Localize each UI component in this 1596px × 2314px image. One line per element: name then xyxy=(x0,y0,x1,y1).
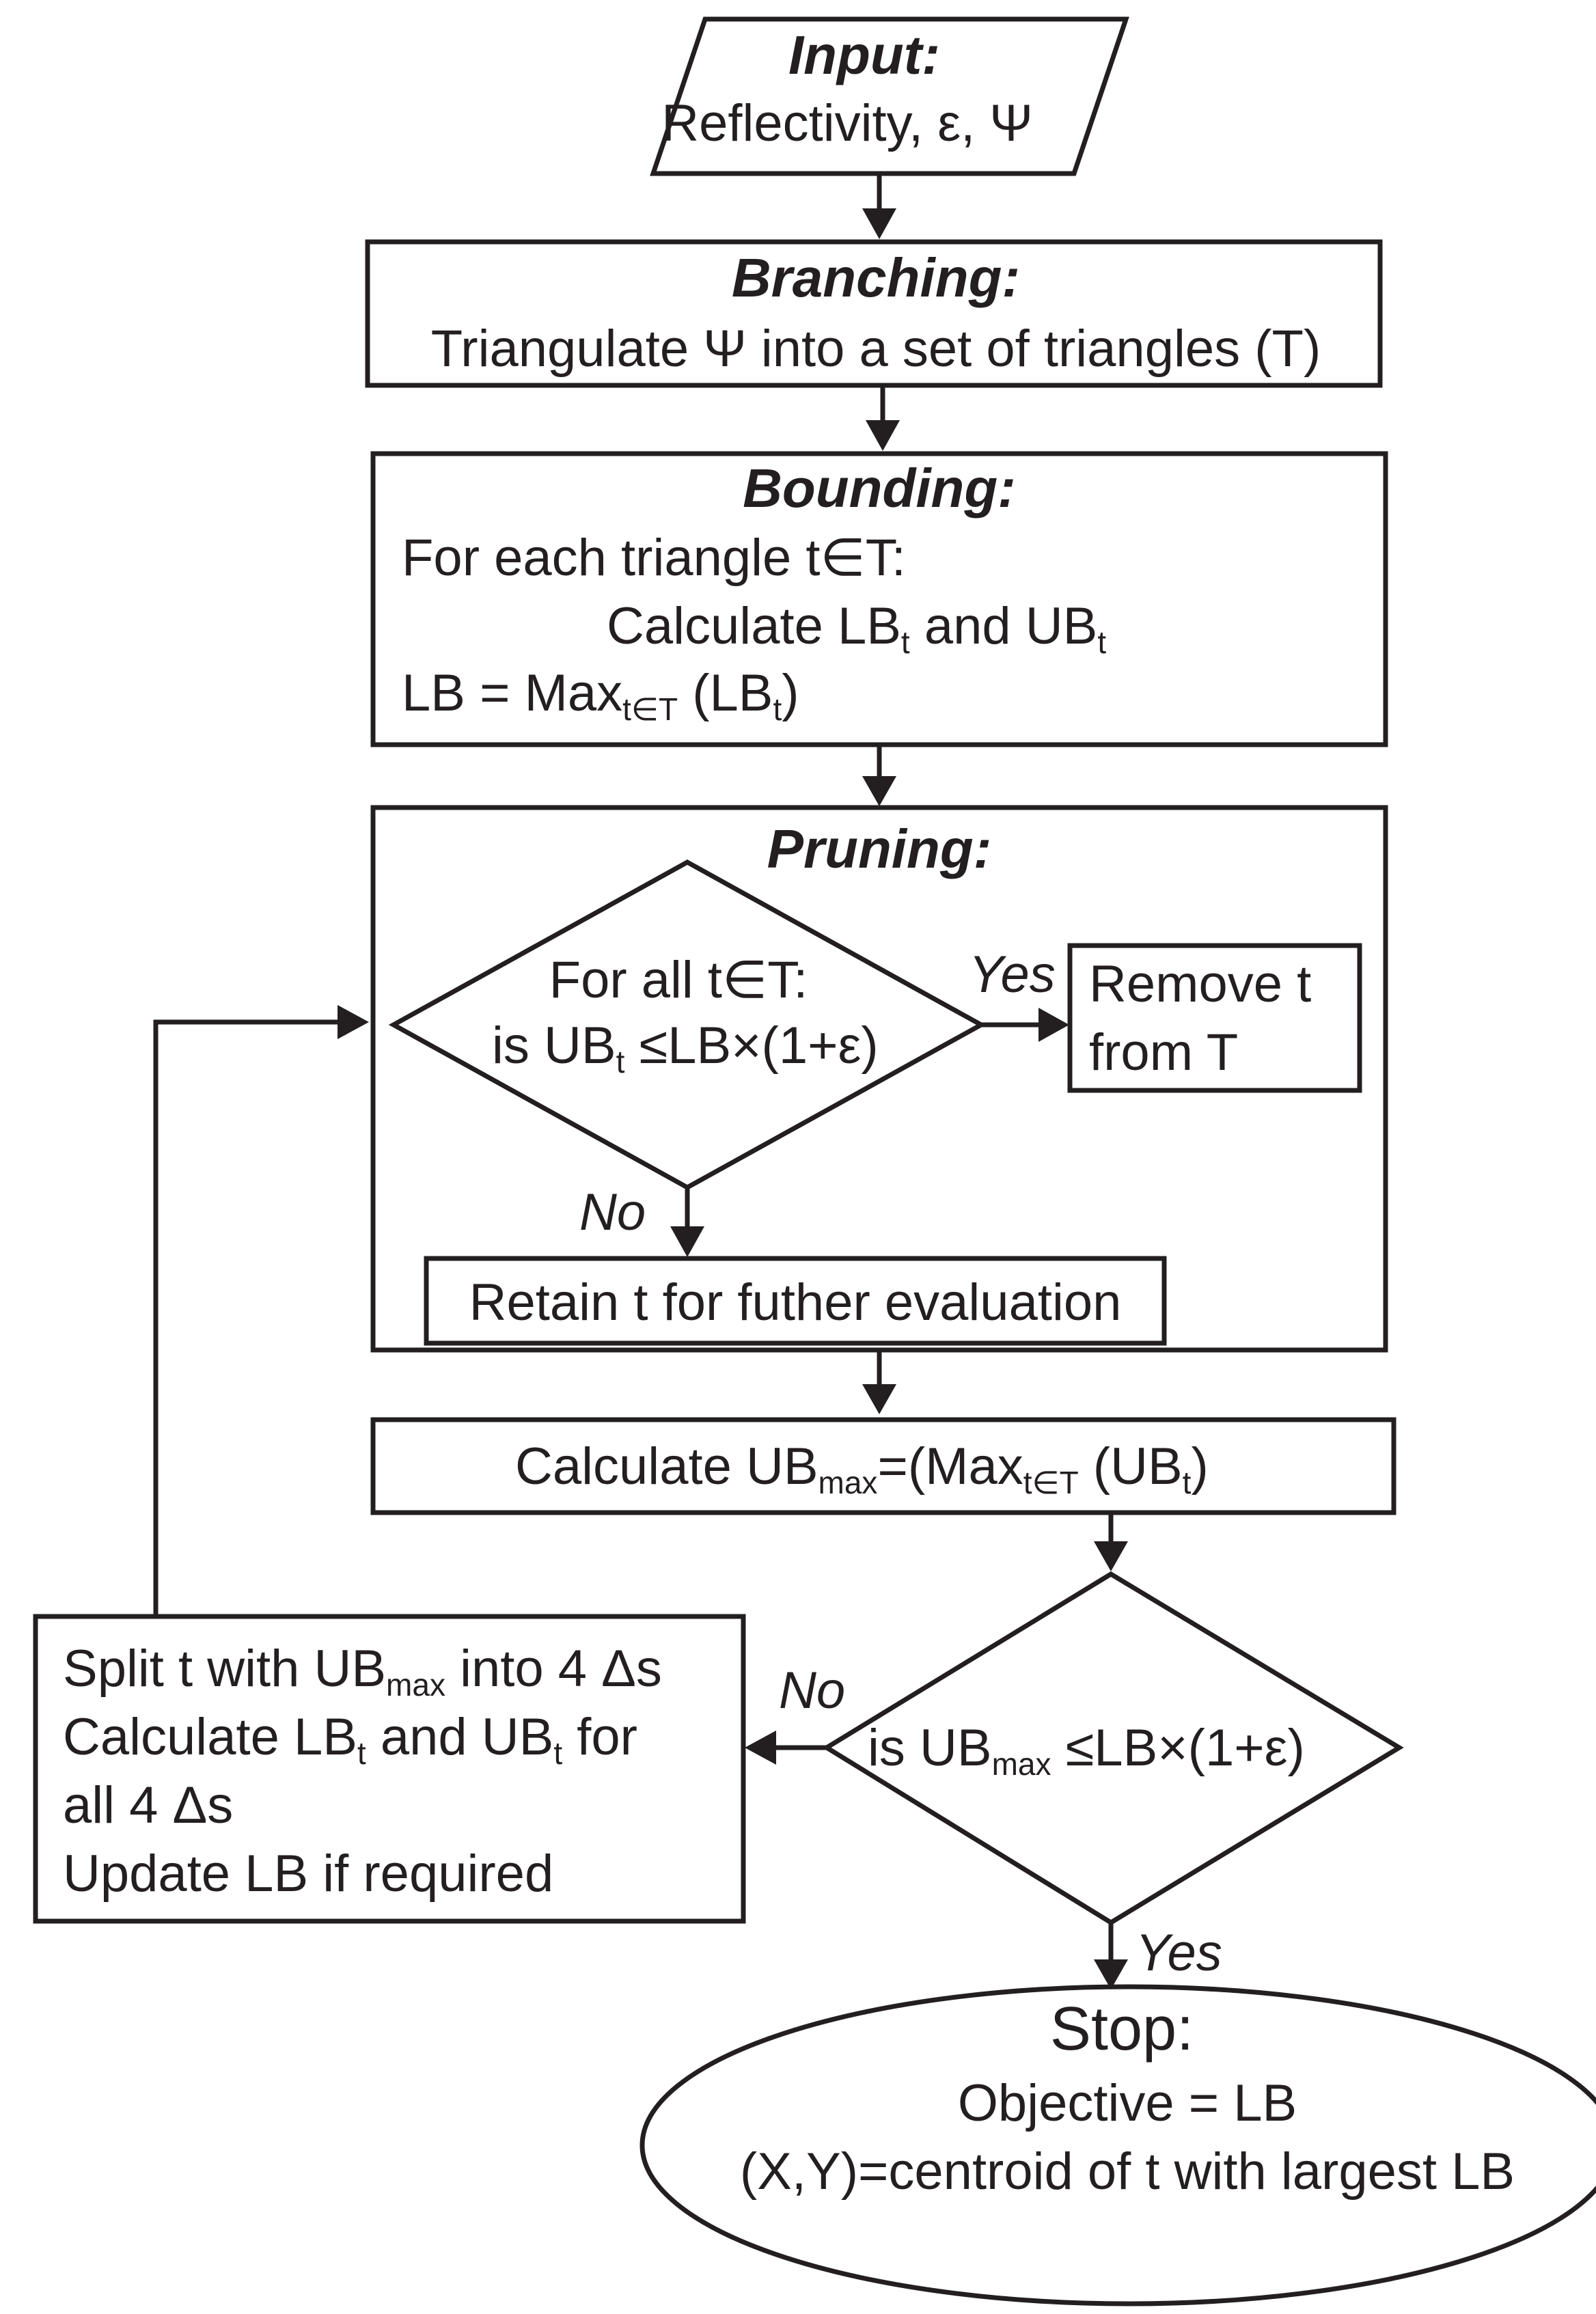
split-line4: Update LB if required xyxy=(63,1845,553,1903)
arrow-split-loop-back xyxy=(153,1005,369,1616)
pruning-decision-line2: is UBt ≤LB×(1+ε) xyxy=(492,1017,879,1079)
input-title: Input: xyxy=(788,25,940,85)
split-line1: Split t with UBmax into 4 Δs xyxy=(63,1640,662,1703)
retain-box xyxy=(424,1256,1167,1346)
pruning-yes-label: Yes xyxy=(969,946,1056,1004)
input-parallelogram xyxy=(650,16,1129,176)
arrow-bounding-to-pruning xyxy=(862,745,896,806)
arrow-decision2-no xyxy=(745,1731,827,1765)
decision2-text: is UBmax ≤LB×(1+ε) xyxy=(868,1719,1305,1782)
arrow-branching-to-bounding xyxy=(866,385,900,451)
stop-title: Stop: xyxy=(1050,1995,1194,2063)
bounding-title: Bounding: xyxy=(743,458,1016,519)
branching-text: Triangulate Ψ into a set of triangles (T… xyxy=(431,320,1321,378)
arrow-pruning-to-calc xyxy=(862,1350,896,1414)
split-line3: all 4 Δs xyxy=(63,1776,233,1834)
stop-node: Stop: Objective = LB (X,Y)=centroid of t… xyxy=(639,1984,1596,2306)
branching-title: Branching: xyxy=(732,247,1020,308)
bounding-line2: Calculate LBt and UBt xyxy=(607,597,1106,660)
branching-box xyxy=(365,239,1383,388)
input-text: Reflectivity, ε, Ψ xyxy=(661,94,1033,152)
arrow-calc-to-decision xyxy=(1094,1513,1128,1571)
stop-line2: (X,Y)=centroid of t with largest LB xyxy=(740,2143,1515,2201)
bounding-node: Bounding: For each triangle t∈T: Calcula… xyxy=(370,451,1388,747)
stop-line1: Objective = LB xyxy=(958,2074,1297,2132)
split-node: Split t with UBmax into 4 Δs Calculate L… xyxy=(33,1614,746,1924)
retain-text: Retain t for futher evaluation xyxy=(469,1273,1122,1332)
decision2-no-label: No xyxy=(779,1662,845,1720)
bounding-line1: For each triangle t∈T: xyxy=(402,529,906,587)
pruning-decision-line1: For all t∈T: xyxy=(549,951,808,1009)
decision2-node: is UBmax ≤LB×(1+ε) No Yes xyxy=(779,1571,1404,1982)
calc-ubmax-box xyxy=(370,1417,1396,1515)
stop-ellipse xyxy=(639,1984,1596,2306)
arrow-input-to-branching xyxy=(862,174,896,239)
split-box xyxy=(33,1614,746,1924)
input-node: Input: Reflectivity, ε, Ψ xyxy=(650,16,1129,176)
branching-node: Branching: Triangulate Ψ into a set of t… xyxy=(365,239,1383,388)
arrow-pruning-yes xyxy=(981,1008,1069,1042)
arrow-decision2-yes xyxy=(1094,1923,1128,1989)
remove-line1: Remove t xyxy=(1089,955,1311,1013)
calc-ubmax-node: Calculate UBmax=(Maxt∈T (UBt) xyxy=(370,1417,1396,1515)
remove-box xyxy=(1067,943,1362,1093)
split-line2: Calculate LBt and UBt for xyxy=(63,1708,637,1771)
pruning-title: Pruning: xyxy=(767,818,992,879)
remove-line2: from T xyxy=(1089,1023,1238,1082)
pruning-node: Pruning: For all t∈T: is UBt ≤LB×(1+ε) Y… xyxy=(370,805,1388,1353)
bounding-line3: LB = Maxt∈T (LBt) xyxy=(402,664,799,727)
arrow-pruning-no xyxy=(670,1187,704,1257)
pruning-no-label: No xyxy=(579,1183,646,1241)
decision2-yes-label: Yes xyxy=(1136,1924,1222,1982)
calc-ubmax-text: Calculate UBmax=(Maxt∈T (UBt) xyxy=(515,1437,1209,1500)
